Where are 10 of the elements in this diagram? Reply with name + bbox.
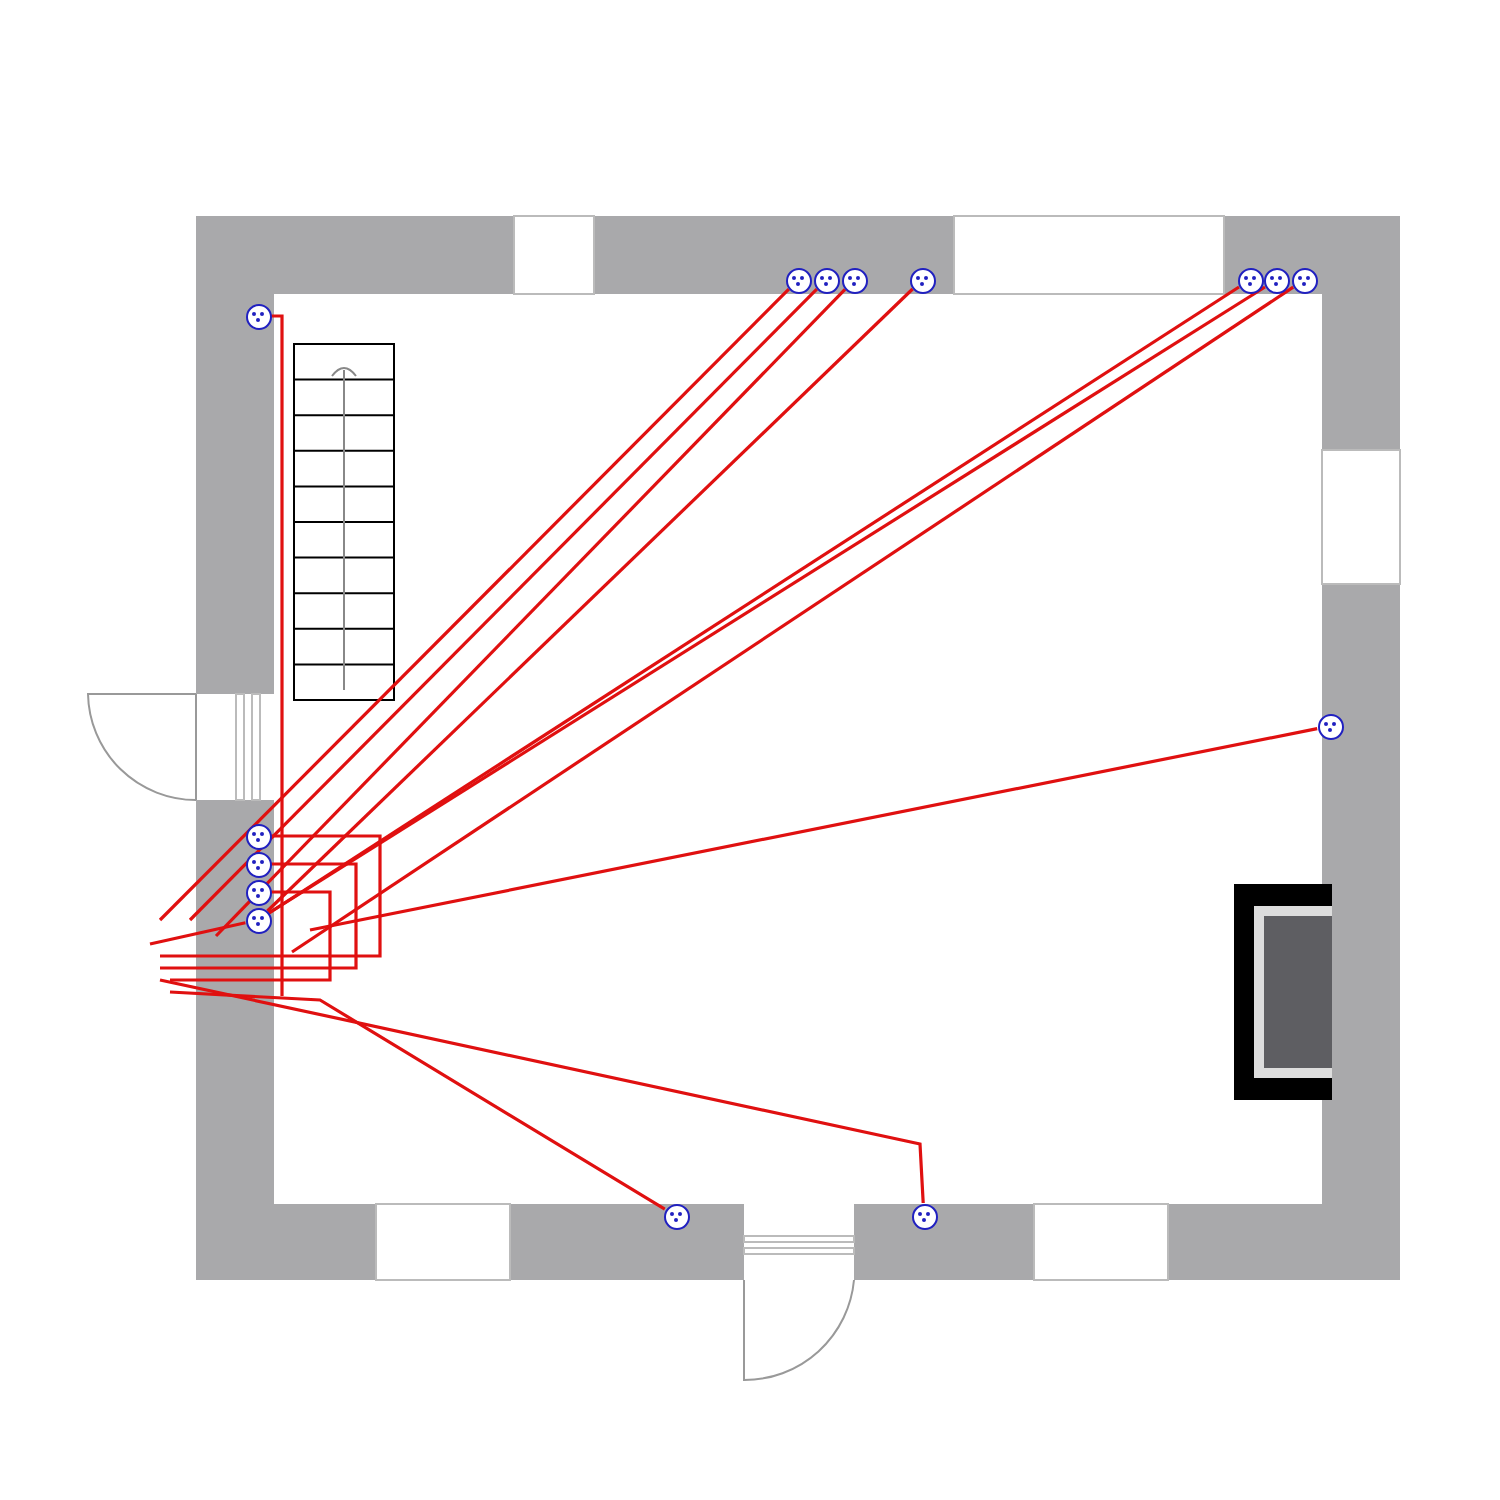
electrical-wire bbox=[266, 287, 914, 913]
socket-outlet-icon bbox=[1317, 713, 1343, 739]
electrical-wire bbox=[169, 990, 666, 1211]
electrical-wire bbox=[160, 862, 358, 970]
electrical-wire bbox=[309, 727, 1318, 932]
electrical-wire bbox=[170, 890, 332, 982]
electrical-wire bbox=[149, 921, 246, 946]
electrical-wire bbox=[159, 978, 925, 1204]
electrical-wire bbox=[160, 834, 382, 958]
electrical-wire bbox=[271, 314, 284, 996]
